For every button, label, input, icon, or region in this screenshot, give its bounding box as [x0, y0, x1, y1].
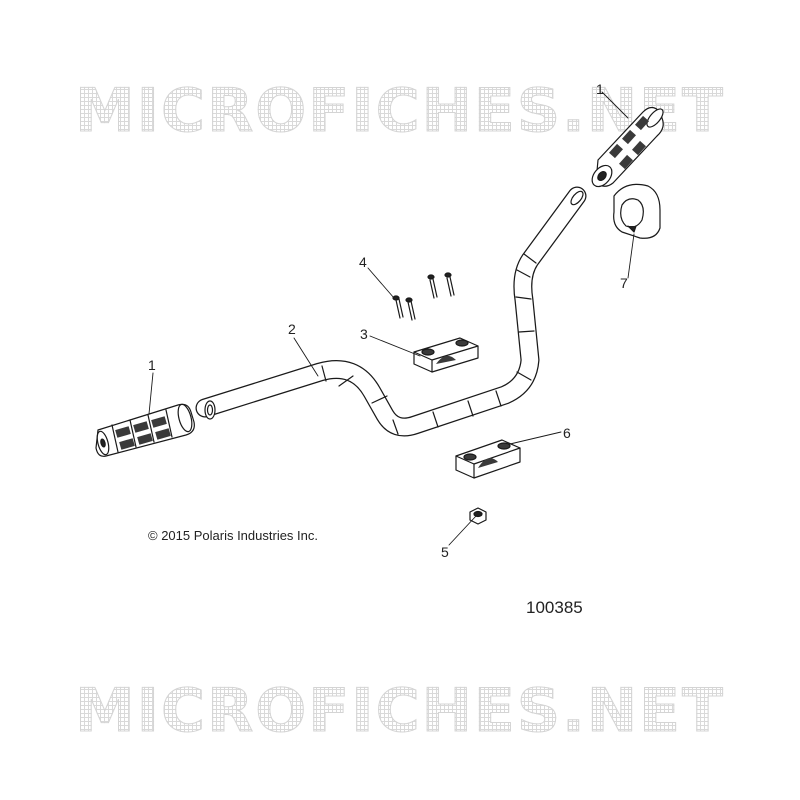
upper-clamp[interactable]: [413, 337, 479, 373]
handlebar[interactable]: [195, 186, 587, 437]
callout-6: 6: [563, 425, 571, 441]
callout-3: 3: [360, 326, 368, 342]
lower-clamp[interactable]: [455, 439, 521, 479]
callout-5: 5: [441, 544, 449, 560]
left-grip[interactable]: [95, 403, 195, 457]
leader-lines: [148, 91, 635, 546]
callout-1-left: 1: [148, 357, 156, 373]
watermark-top: MICROFICHES.NET: [0, 76, 800, 147]
callout-1-right: 1: [596, 81, 604, 97]
nut[interactable]: [469, 507, 487, 525]
callout-7: 7: [620, 275, 628, 291]
callout-4: 4: [359, 254, 367, 270]
diagram-number: 100385: [526, 598, 583, 617]
handlebar-pad[interactable]: [613, 183, 661, 239]
callout-2: 2: [288, 321, 296, 337]
copyright-notice: © 2015 Polaris Industries Inc.: [148, 528, 318, 543]
watermark-bottom: MICROFICHES.NET: [0, 676, 800, 747]
right-grip[interactable]: [588, 106, 666, 190]
clamp-bolts[interactable]: [392, 272, 455, 321]
